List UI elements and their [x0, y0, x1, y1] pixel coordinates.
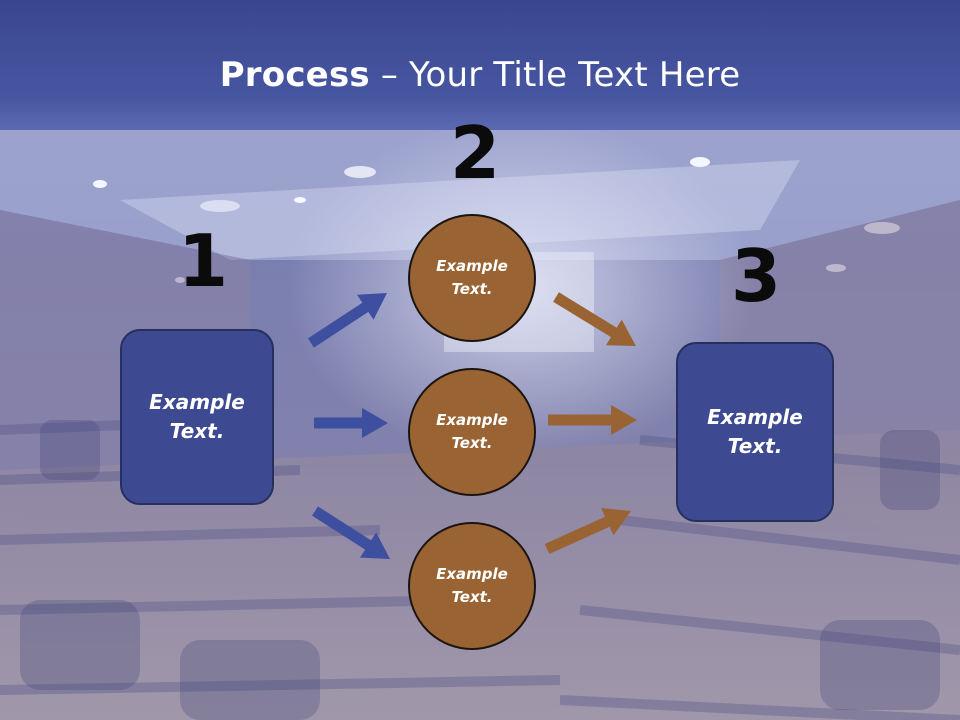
arrow-middle-to-right — [548, 405, 637, 435]
circle-bottom-label: Example Text. — [436, 565, 508, 606]
step-number-3: 3 — [731, 234, 782, 318]
slide-title: Process – Your Title Text Here — [0, 50, 960, 100]
arrow-left-to-top — [308, 293, 387, 348]
arrow-bottom-to-right — [544, 508, 631, 554]
circle-top: Example Text. — [408, 214, 536, 342]
left-box-label: Example Text. — [149, 390, 245, 443]
title-bold: Process — [219, 55, 370, 95]
arrow-top-to-right — [553, 292, 636, 346]
step-number-2: 2 — [450, 111, 501, 195]
circle-top-label: Example Text. — [436, 257, 508, 298]
circle-bottom: Example Text. — [408, 522, 536, 650]
right-box-label: Example Text. — [707, 405, 803, 458]
arrow-left-to-bottom — [312, 506, 390, 559]
circle-middle-label: Example Text. — [436, 411, 508, 452]
right-box: Example Text. — [676, 342, 834, 522]
circle-middle: Example Text. — [408, 368, 536, 496]
arrow-left-to-middle — [314, 408, 388, 438]
step-number-1: 1 — [178, 219, 229, 303]
left-box: Example Text. — [120, 329, 274, 505]
title-rest: – Your Title Text Here — [369, 55, 741, 95]
